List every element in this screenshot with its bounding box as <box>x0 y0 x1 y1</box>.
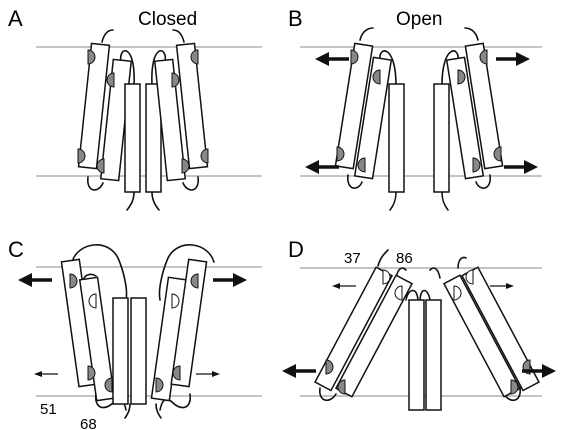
loop <box>430 268 440 278</box>
pore-helix-left <box>113 298 128 404</box>
binding-site <box>172 73 179 87</box>
residue-label-86: 86 <box>396 250 413 267</box>
thin-arrow-left-icon <box>332 283 356 289</box>
loop <box>127 192 134 210</box>
thin-arrow-left-icon <box>34 371 58 377</box>
outward-arrow-left-icon <box>305 160 339 174</box>
loop <box>173 30 184 42</box>
loop <box>320 388 336 400</box>
panel-a: A Closed <box>8 6 262 210</box>
panel-b: B Open <box>288 6 542 210</box>
outward-arrow-left-icon <box>282 364 316 378</box>
panel-d: D 37 86 <box>282 237 556 410</box>
panel-a-label: A <box>8 6 23 31</box>
pore-helix-left <box>125 84 140 192</box>
thin-arrow-right-icon <box>490 283 514 289</box>
panel-b-label: B <box>288 6 303 31</box>
panel-d-label: D <box>288 237 304 262</box>
residue-label-37: 37 <box>344 250 361 267</box>
panel-c-label: C <box>8 237 24 262</box>
loop <box>390 192 396 210</box>
loop <box>360 28 373 40</box>
outward-arrow-right-icon <box>496 52 530 66</box>
pore-helix-left <box>409 300 424 410</box>
binding-site <box>97 159 104 173</box>
residue-label-68: 68 <box>80 416 97 430</box>
thin-arrow-right-icon <box>196 371 220 377</box>
pore-helix-right <box>131 298 146 404</box>
outward-arrow-left-icon <box>18 273 52 287</box>
loop <box>378 250 388 266</box>
panel-c: C 51 68 <box>8 237 262 430</box>
loop <box>458 257 466 268</box>
loop <box>152 192 159 210</box>
pore-helix-right <box>426 300 441 410</box>
loop <box>465 28 478 40</box>
binding-site <box>182 159 189 173</box>
pore-helix-left <box>389 84 404 192</box>
outward-arrow-left-icon <box>315 52 349 66</box>
outward-arrow-right-icon <box>504 160 538 174</box>
binding-site <box>107 73 114 87</box>
panel-b-title: Open <box>396 9 442 30</box>
loop <box>442 192 448 210</box>
residue-label-51: 51 <box>40 401 57 418</box>
outward-arrow-right-icon <box>213 273 247 287</box>
panel-a-title: Closed <box>138 9 197 30</box>
pore-helix-right <box>434 84 449 192</box>
loop <box>102 30 113 42</box>
